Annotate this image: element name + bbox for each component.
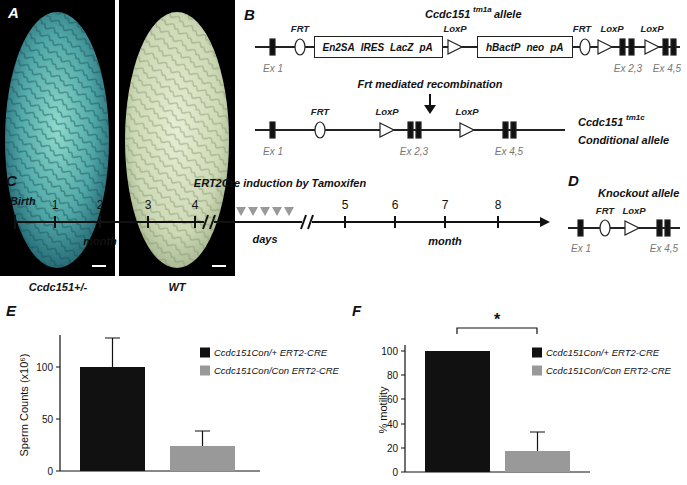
month-number: 2 (97, 198, 104, 212)
figure-label: WT (168, 281, 185, 293)
legend-item: Ccdc151Con/+ ERT2-CRE (532, 347, 659, 358)
figure-label: Frt mediated recombination (358, 78, 503, 90)
panel-letter: F (352, 302, 361, 319)
legend-swatch (532, 347, 542, 357)
figure-label: tm1a (473, 5, 492, 14)
tick-label: 100 (381, 346, 398, 357)
figure-label: month (428, 235, 462, 247)
legend-text: Ccdc151Con/Con ERT2-CRE (214, 365, 339, 376)
tick-label: 100 (36, 362, 53, 373)
tubule-pattern (125, 12, 229, 268)
exon-label: Ex 4,5 (495, 146, 523, 157)
figure-label: Ccdc151 (578, 116, 623, 128)
exon-label: Ex 4,5 (650, 243, 678, 254)
legend-item: Ccdc151Con/+ ERT2-CRE (200, 347, 327, 358)
tick-label: 0 (47, 466, 53, 477)
figure-label: allele (494, 8, 522, 20)
significance-mark: * (494, 311, 500, 329)
cassette-box: hBactP neopA (477, 36, 573, 58)
site-label: FRT (573, 23, 591, 34)
cassette-element: neo (526, 42, 544, 53)
tick-label: 20 (387, 443, 398, 454)
legend-swatch (200, 347, 210, 357)
tick-label: 60 (387, 394, 398, 405)
panel-letter: C (6, 172, 17, 189)
figure-label: Birth (10, 195, 36, 207)
panel-letter: D (568, 172, 579, 189)
figure-label: ERT2Cre induction by Tamoxifen (194, 177, 366, 189)
legend-text: Ccdc151Con/Con ERT2-CRE (546, 365, 671, 376)
month-number: 8 (495, 198, 502, 212)
figure-label: Conditional allele (578, 134, 669, 146)
figure-label: days (252, 233, 277, 245)
legend-swatch (200, 365, 210, 375)
figure-label: Knockout allele (598, 187, 679, 199)
site-label: LoxP (443, 23, 466, 34)
month-number: 1 (52, 198, 59, 212)
scale-bar (92, 265, 106, 267)
month-number: 6 (392, 198, 399, 212)
figure-label: Ccdc151+/- (29, 281, 87, 293)
exon-label: Ex 2,3 (614, 63, 642, 74)
allele-knockout (568, 220, 680, 236)
cassette-box: En2SA IRES LacZ pA (314, 36, 443, 58)
tick-label: 0 (392, 467, 398, 478)
exon-label: Ex 1 (571, 243, 591, 254)
cassette-element: LacZ (390, 42, 413, 53)
panel-letter: B (244, 6, 255, 23)
month-number: 4 (192, 198, 199, 212)
site-label: FRT (311, 106, 329, 117)
timeline-arrowhead (540, 217, 550, 227)
site-label: LoxP (622, 205, 645, 216)
site-label: FRT (596, 205, 614, 216)
legend-swatch (532, 365, 542, 375)
photo-background (119, 0, 235, 276)
site-label: FRT (291, 23, 309, 34)
site-label: LoxP (640, 23, 663, 34)
photo-background (0, 0, 115, 276)
cassette-element: hBactP (486, 42, 520, 53)
site-label: LoxP (455, 106, 478, 117)
testis-wildtype (125, 12, 229, 268)
recombination-arrow (424, 94, 436, 114)
panel-letter: A (8, 4, 19, 21)
figure-label: tm1c (626, 113, 645, 122)
month-number: 5 (342, 198, 349, 212)
site-label: LoxP (375, 106, 398, 117)
exon-label: Ex 1 (263, 63, 283, 74)
panel-letter: E (6, 302, 16, 319)
allele-tm1c (255, 122, 565, 138)
timeline (15, 215, 541, 229)
testis-stained (5, 12, 109, 268)
legend-text: Ccdc151Con/+ ERT2-CRE (546, 347, 659, 358)
site-label: LoxP (600, 23, 623, 34)
cassette-element: pA (550, 42, 563, 53)
figure-label: month (83, 235, 117, 247)
legend-item: Ccdc151Con/Con ERT2-CRE (532, 365, 671, 376)
exon-label: Ex 2,3 (400, 146, 428, 157)
legend-text: Ccdc151Con/+ ERT2-CRE (214, 347, 327, 358)
legend-item: Ccdc151Con/Con ERT2-CRE (200, 365, 339, 376)
exon-label: Ex 4,5 (653, 63, 681, 74)
axis-title: Sperm Counts (x10⁶) (18, 354, 30, 457)
tick-label: 80 (387, 370, 398, 381)
tamoxifen-injections (236, 207, 294, 216)
scale-bar (212, 265, 226, 267)
tubule-pattern (5, 12, 109, 268)
exon-label: Ex 1 (263, 146, 283, 157)
cassette-element: pA (419, 42, 432, 53)
tick-label: 40 (387, 419, 398, 430)
cassette-element: En2SA (323, 42, 355, 53)
tick-label: 50 (42, 414, 53, 425)
month-number: 3 (145, 198, 152, 212)
cassette-element: IRES (361, 42, 384, 53)
month-number: 7 (442, 198, 449, 212)
figure-label: Ccdc151 (425, 8, 470, 20)
